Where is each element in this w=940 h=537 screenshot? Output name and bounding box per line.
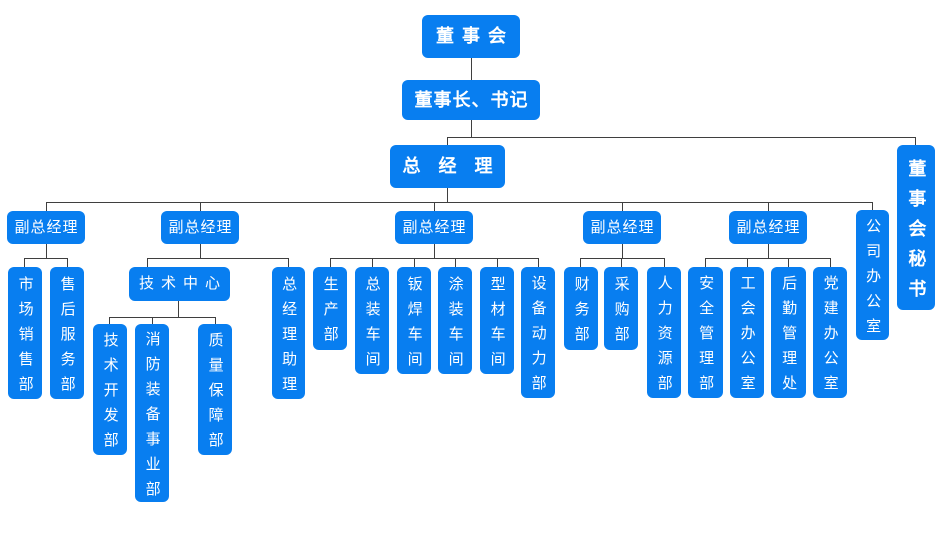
org-node-fire-equipment: 消防装备事业部 [135, 324, 169, 506]
org-node-tech-center: 技术中心 [129, 267, 230, 301]
org-node-company-office: 公司办公室 [856, 210, 889, 343]
org-node-vp-production: 副总经理 [395, 211, 473, 244]
org-node-hr-dept: 人力资源部 [647, 267, 681, 400]
org-node-painting-shop: 涂装车间 [438, 267, 472, 376]
org-node-party-office: 党建办公室 [813, 267, 847, 400]
org-node-profile-shop: 型材车间 [480, 267, 514, 376]
org-node-chairman-secretary: 董事长、书记 [402, 80, 540, 120]
org-node-equipment-power: 设备动力部 [521, 267, 555, 400]
org-node-board-secretary: 董事会秘书 [897, 145, 935, 310]
org-node-sheet-welding: 钣焊车间 [397, 267, 431, 376]
org-node-quality-assurance: 质量保障部 [198, 324, 232, 457]
org-node-tech-dev: 技术开发部 [93, 324, 127, 457]
org-node-final-assembly: 总装车间 [355, 267, 389, 376]
org-node-safety-dept: 安全管理部 [688, 267, 723, 400]
org-node-union-office: 工会办公室 [730, 267, 764, 400]
org-node-vp-sales: 副总经理 [7, 211, 85, 244]
org-node-vp-admin: 副总经理 [729, 211, 807, 244]
org-node-gm-assistant: 总经理助理 [272, 267, 305, 401]
org-node-vp-tech: 副总经理 [161, 211, 239, 244]
org-node-logistics-dept: 后勤管理处 [771, 267, 806, 400]
org-node-marketing-sales: 市场销售部 [8, 267, 42, 401]
org-node-production-dept: 生产部 [313, 267, 347, 351]
org-node-board: 董事会 [422, 15, 520, 58]
org-node-after-sales: 售后服务部 [50, 267, 84, 401]
org-node-vp-finance: 副总经理 [583, 211, 661, 244]
org-node-finance-dept: 财务部 [564, 267, 598, 351]
org-node-purchasing-dept: 采购部 [604, 267, 638, 351]
org-node-general-manager: 总经理 [390, 145, 505, 188]
